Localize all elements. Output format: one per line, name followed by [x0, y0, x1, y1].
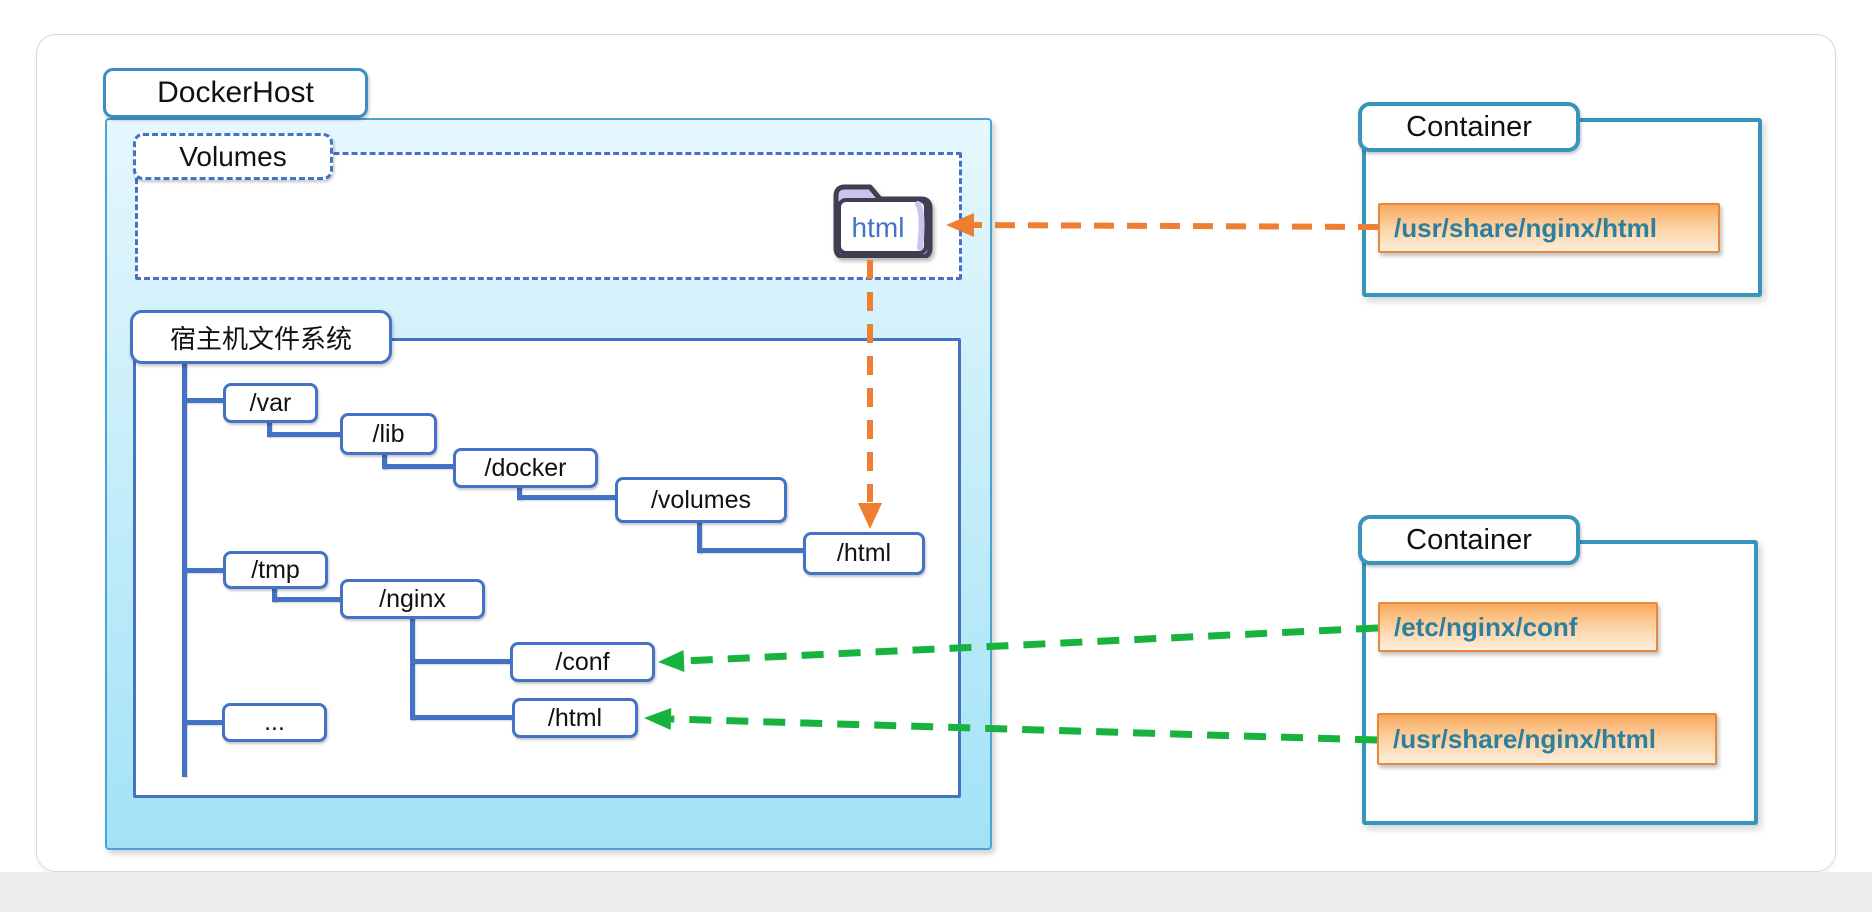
conn-volumes-html-v [697, 521, 702, 553]
container-bottom-box [1362, 540, 1758, 825]
container-bottom-label: Container [1358, 515, 1580, 565]
node-nginx: /nginx [340, 579, 485, 619]
conn-tmp-nginx-h [272, 597, 340, 602]
node-docker-text: /docker [484, 453, 567, 482]
node-nginx-text: /nginx [379, 584, 446, 613]
node-volumes: /volumes [615, 477, 787, 523]
container-top-label: Container [1358, 102, 1580, 152]
branch-more [185, 720, 222, 725]
mount-usr-share-nginx-html-top-text: /usr/share/nginx/html [1394, 212, 1657, 243]
mount-usr-share-nginx-html-bottom-text: /usr/share/nginx/html [1393, 723, 1656, 754]
node-html-under-nginx: /html [512, 698, 638, 738]
container-bottom-label-text: Container [1406, 523, 1532, 556]
node-var: /var [223, 383, 318, 423]
branch-var [185, 398, 223, 403]
dockerhost-label: DockerHost [103, 68, 368, 118]
node-docker: /docker [453, 448, 598, 488]
mount-usr-share-nginx-html-bottom: /usr/share/nginx/html [1377, 713, 1717, 765]
node-html-under-volumes-text: /html [836, 539, 892, 567]
node-lib-text: /lib [372, 419, 405, 448]
conn-docker-volumes-h [517, 495, 615, 500]
folder-label-text: html [852, 212, 905, 243]
tree-trunk [182, 364, 187, 777]
mount-usr-share-nginx-html-top: /usr/share/nginx/html [1378, 203, 1720, 253]
node-conf: /conf [510, 642, 655, 682]
branch-tmp [185, 568, 223, 573]
conn-tmp-nginx-v [272, 585, 277, 602]
volumes-label: Volumes [133, 133, 333, 180]
html-volume-folder: html [822, 170, 944, 260]
branch-html-nginx [410, 715, 512, 720]
dockerhost-label-text: DockerHost [157, 76, 314, 109]
conn-docker-volumes-v [517, 486, 522, 500]
conn-lib-docker-h [382, 464, 453, 469]
bottom-gray-strip [0, 872, 1872, 912]
host-filesystem-label: 宿主机文件系统 [130, 310, 392, 364]
conn-nginx-trunk [410, 617, 415, 720]
conn-lib-docker-v [382, 453, 387, 469]
conn-volumes-html-h [697, 548, 803, 553]
branch-conf [410, 659, 510, 664]
node-ellipsis: ... [222, 703, 327, 742]
conn-var-lib-h [267, 432, 340, 437]
node-ellipsis-text: ... [264, 708, 285, 736]
node-lib: /lib [340, 413, 437, 455]
node-tmp-text: /tmp [251, 555, 300, 584]
node-html-under-nginx-text: /html [547, 703, 603, 732]
node-html-under-volumes: /html [803, 532, 925, 575]
volumes-label-text: Volumes [179, 140, 287, 172]
mount-etc-nginx-conf: /etc/nginx/conf [1378, 602, 1658, 652]
folder-icon: html [833, 184, 933, 260]
node-tmp: /tmp [223, 551, 328, 589]
node-conf-text: /conf [555, 647, 610, 676]
conn-var-lib-v [267, 421, 272, 437]
host-filesystem-label-text: 宿主机文件系统 [169, 323, 352, 354]
mount-etc-nginx-conf-text: /etc/nginx/conf [1394, 611, 1578, 642]
node-volumes-text: /volumes [650, 485, 752, 514]
node-var-text: /var [249, 388, 292, 417]
container-top-label-text: Container [1406, 110, 1532, 143]
